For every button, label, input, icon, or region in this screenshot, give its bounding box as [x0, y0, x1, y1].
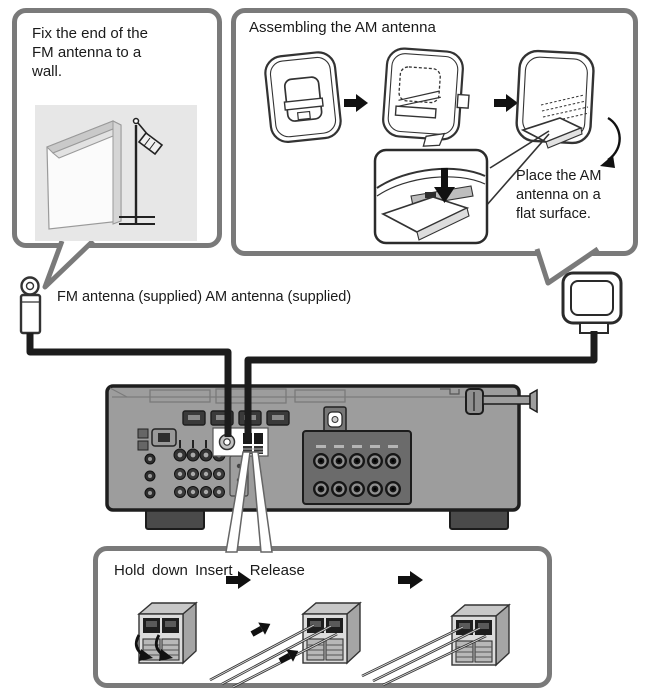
fm-cable-label: FM antenna (supplied): [57, 289, 203, 305]
speaker-binding-posts: [313, 453, 401, 497]
hdmi-ports: [182, 410, 290, 426]
antenna-terminal-area: [212, 427, 269, 457]
step-release-label: Release: [249, 562, 305, 579]
am-antenna-cable: [244, 331, 598, 441]
rca-jack-grid: [173, 440, 226, 498]
receiver-foot: [145, 509, 205, 530]
cable-labels: FM antenna (supplied) AM antenna (suppli…: [57, 289, 351, 305]
am-note-text: Place the AM antenna on a flat surface.: [516, 168, 602, 222]
vent-slot: [294, 389, 346, 403]
wireless-rod-antenna: [465, 388, 538, 415]
am-callout-title: Assembling the AM antenna: [249, 19, 436, 36]
vent-slot: [215, 388, 287, 404]
optical-connector: [323, 406, 347, 433]
step-insert-label: Insert: [195, 562, 233, 579]
receiver-rear-panel: [105, 384, 538, 530]
fm-callout-text: Fix the end of the FM antenna to a wall.: [32, 25, 148, 80]
speaker-terminal-block: [302, 430, 412, 505]
rear-left-connectors: [137, 428, 249, 499]
step-hold-down-label: Hold down: [114, 562, 188, 579]
am-push-terminal: [243, 433, 263, 454]
fm-plug-icon: [19, 276, 42, 335]
receiver-foot: [449, 509, 509, 530]
terminal-callout-pointer: [225, 451, 273, 553]
terminal-step-labels: Hold down Insert Release: [114, 562, 305, 579]
fm-antenna-cable: [26, 333, 232, 437]
am-loop-icon: [561, 271, 623, 334]
vent-slot: [149, 389, 211, 403]
am-cable-label: AM antenna (supplied): [205, 289, 352, 305]
fm-coax-jack: [218, 433, 236, 451]
